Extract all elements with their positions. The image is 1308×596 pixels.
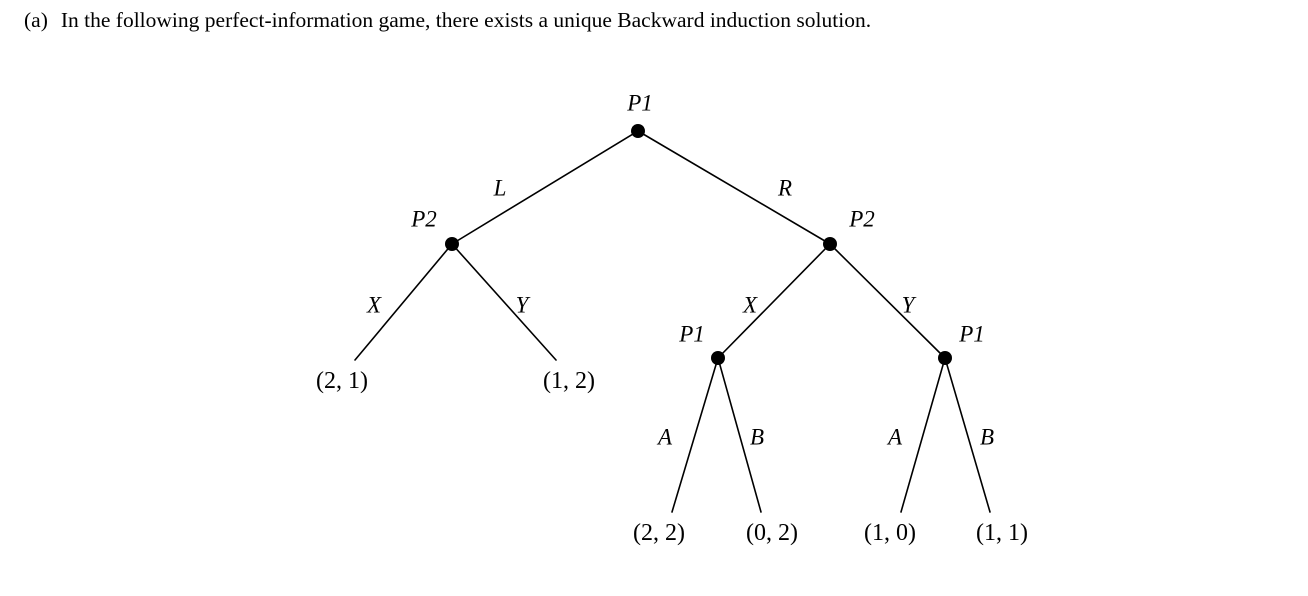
player-label-p1-right-right: P1 xyxy=(959,321,985,347)
action-label-X-left: X xyxy=(366,292,382,318)
player-label-p2-right: P2 xyxy=(849,206,875,232)
edge-p2R-to-p1RL xyxy=(717,243,831,359)
payoff-terminal-6: (1, 1) xyxy=(976,520,1028,546)
caption-text: In the following perfect-information gam… xyxy=(60,8,872,32)
action-label-Y-left: Y xyxy=(515,292,529,318)
edge-root-to-p2L xyxy=(451,130,639,245)
player-label-p1-right-left: P1 xyxy=(679,321,705,347)
action-label-X-right: X xyxy=(742,292,758,318)
payoff-terminal-1: (2, 1) xyxy=(316,368,368,394)
player-label-root: P1 xyxy=(627,90,653,116)
decision-node-p1-right-right[interactable] xyxy=(938,351,952,365)
question-caption: (a) In the following perfect-information … xyxy=(24,6,1284,34)
action-label-R: R xyxy=(777,175,793,201)
action-label-L: L xyxy=(493,175,507,201)
edge-p1RL-to-t3 xyxy=(671,357,719,513)
payoff-terminal-3: (2, 2) xyxy=(633,520,685,546)
action-label-A-left: A xyxy=(657,424,673,450)
action-label-B-right: B xyxy=(979,424,995,450)
decision-node-root[interactable] xyxy=(631,124,645,138)
decision-node-p2-left[interactable] xyxy=(445,237,459,251)
caption-marker: (a) xyxy=(24,8,48,32)
decision-node-p2-right[interactable] xyxy=(823,237,837,251)
decision-node-p1-right-left[interactable] xyxy=(711,351,725,365)
edge-p1RR-to-t5 xyxy=(900,357,946,513)
payoff-terminal-2: (1, 2) xyxy=(543,368,595,394)
edge-p2L-to-t2 xyxy=(451,243,557,361)
action-label-A-right: A xyxy=(887,424,903,450)
edge-p2R-to-p1RR xyxy=(829,243,946,359)
payoff-terminal-5: (1, 0) xyxy=(864,520,916,546)
payoff-terminal-4: (0, 2) xyxy=(746,520,798,546)
action-label-B-left: B xyxy=(749,424,765,450)
player-label-p2-left: P2 xyxy=(411,206,437,232)
edge-root-to-p2R xyxy=(637,130,831,245)
action-label-Y-right: Y xyxy=(901,292,915,318)
